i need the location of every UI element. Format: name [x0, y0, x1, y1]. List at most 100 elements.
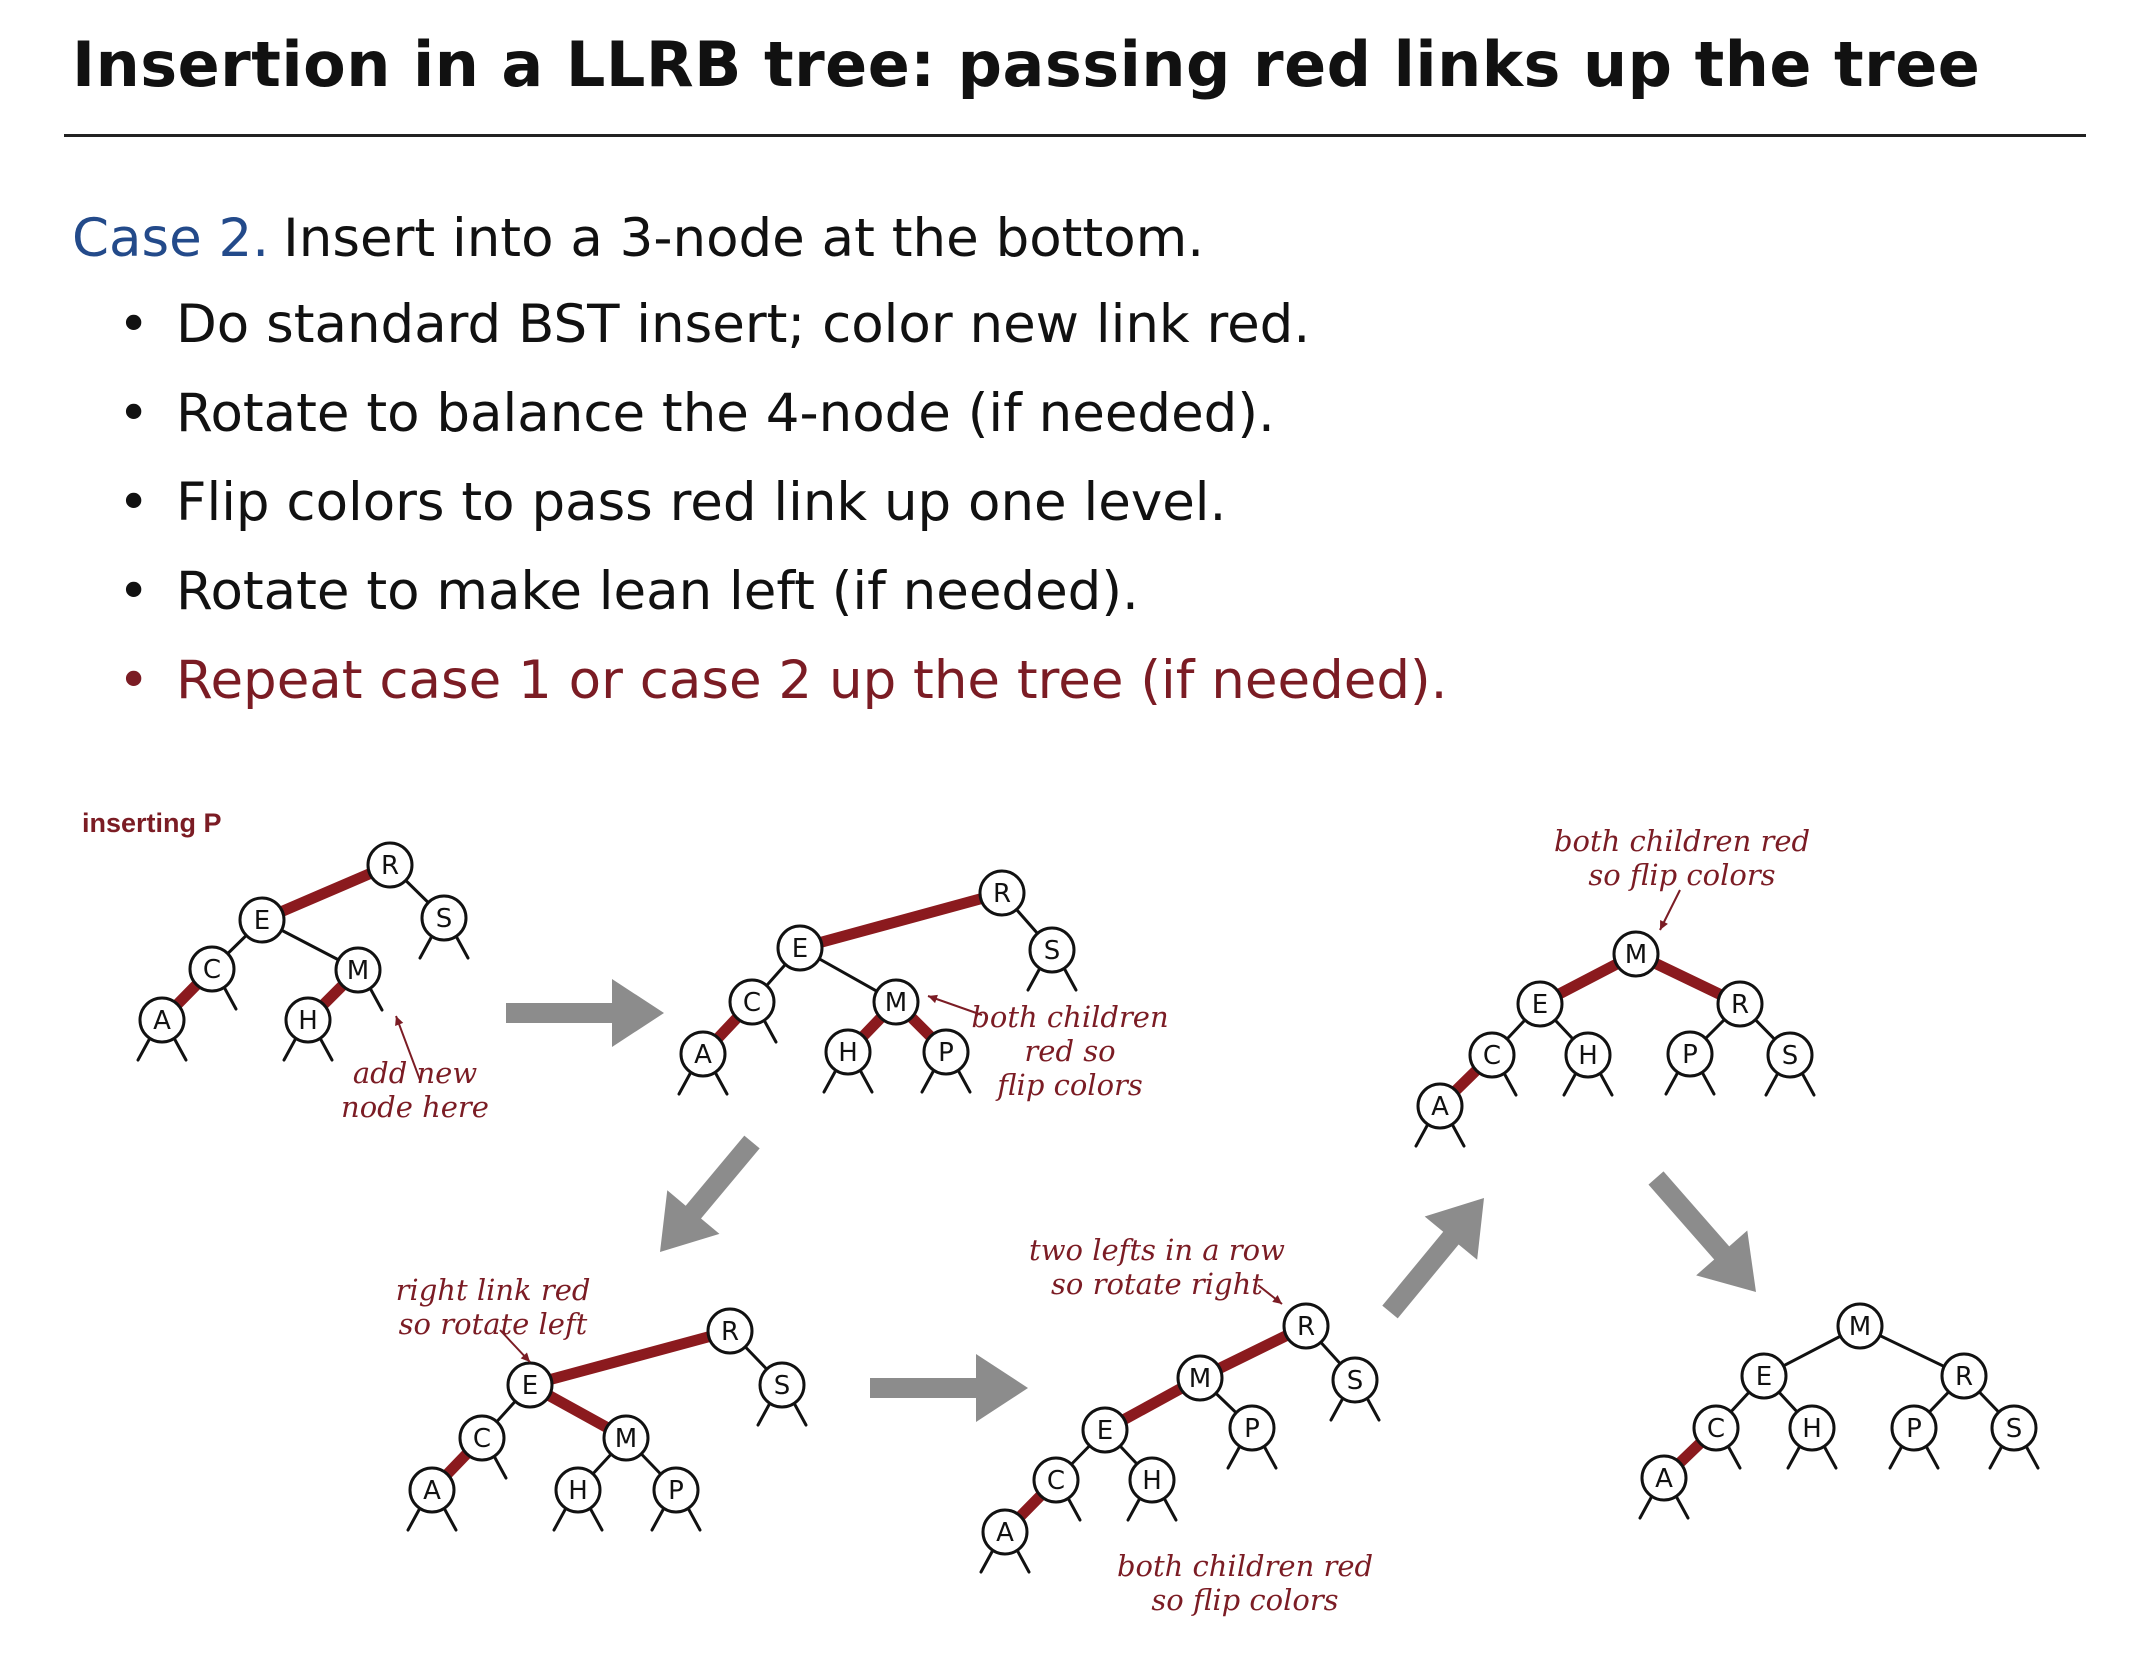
arrow-down-right-icon [1648, 1171, 1756, 1292]
null-link [1502, 1071, 1518, 1097]
tree-node: A [1640, 1454, 1688, 1502]
bullet-item: Do standard BST insert; color new link r… [118, 293, 1447, 382]
pointer-head [1272, 1295, 1282, 1304]
red-link [794, 887, 1008, 954]
tree-node: E [1740, 1352, 1788, 1400]
tree-node: H [554, 1466, 602, 1514]
tree-node: M [1612, 930, 1660, 978]
node-key: R [381, 851, 399, 881]
tree-node: E [1516, 980, 1564, 1028]
null-link [1226, 1444, 1242, 1470]
annotation-text: so flip colors [1588, 858, 1775, 892]
tree-node: R [1940, 1352, 1988, 1400]
tree-node: M [1176, 1354, 1224, 1402]
node-key: S [1347, 1366, 1364, 1396]
node-key: A [1655, 1464, 1673, 1494]
node-key: S [2006, 1414, 2023, 1444]
null-link [368, 986, 384, 1012]
null-link [1329, 1396, 1345, 1422]
tree-node: A [679, 1030, 727, 1078]
bullet-list: Do standard BST insert; color new link r… [118, 293, 1447, 738]
null-link [650, 1506, 666, 1532]
null-link [762, 1018, 778, 1044]
null-link [1700, 1070, 1716, 1096]
tree-node: H [1788, 1404, 1836, 1452]
null-link [2024, 1444, 2040, 1470]
null-link [756, 1401, 772, 1427]
bullet-item: Rotate to balance the 4-node (if needed)… [118, 382, 1447, 471]
arrow-down-left-icon [660, 1135, 760, 1253]
tree-node: C [728, 978, 776, 1026]
annotation-text: node here [341, 1090, 489, 1124]
null-link [1598, 1071, 1614, 1097]
null-link [1126, 1496, 1142, 1522]
bullet-item: Rotate to make lean left (if needed). [118, 560, 1447, 649]
tree-node: M [334, 946, 382, 994]
node-key: E [1097, 1416, 1113, 1446]
tree-node: C [1468, 1031, 1516, 1079]
null-link [588, 1506, 604, 1532]
node-key: P [1906, 1414, 1922, 1444]
null-link [1822, 1444, 1838, 1470]
annotation-text: so rotate left [399, 1307, 588, 1341]
node-key: M [885, 988, 907, 1018]
null-link [1726, 1444, 1742, 1470]
tree-node: P [652, 1466, 700, 1514]
node-key: R [1731, 990, 1749, 1020]
node-key: H [1142, 1466, 1162, 1496]
null-link [318, 1036, 334, 1062]
tree-node: P [922, 1028, 970, 1076]
tree-node: C [1032, 1456, 1080, 1504]
annotation-pointer [927, 995, 983, 1016]
tree-node: E [506, 1361, 554, 1409]
null-link [552, 1506, 568, 1532]
tree-node: R [1716, 980, 1764, 1028]
node-key: S [1782, 1041, 1799, 1071]
node-key: H [1578, 1041, 1598, 1071]
tree-node: R [366, 841, 414, 889]
tree-node: P [1666, 1030, 1714, 1078]
null-link [1888, 1444, 1904, 1470]
null-link [442, 1506, 458, 1532]
tree-node: A [1416, 1082, 1464, 1130]
null-link [713, 1070, 729, 1096]
null-link [792, 1401, 808, 1427]
null-link [1664, 1070, 1680, 1096]
annotation-pointer [395, 1015, 421, 1081]
null-link [418, 934, 434, 960]
node-key: R [1297, 1312, 1315, 1342]
node-key: A [423, 1476, 441, 1506]
node-key: H [298, 1006, 318, 1036]
tree-node: C [1692, 1404, 1740, 1452]
tree-node: S [1990, 1404, 2038, 1452]
null-link [222, 985, 238, 1011]
annotation-text: so rotate right [1051, 1267, 1263, 1301]
null-link [1786, 1444, 1802, 1470]
node-key: R [721, 1317, 739, 1347]
annotation-text: flip colors [995, 1068, 1143, 1102]
null-link [1800, 1071, 1816, 1097]
tree-node: H [824, 1028, 872, 1076]
null-link [1026, 966, 1042, 992]
tree-node: A [408, 1466, 456, 1514]
null-link [858, 1068, 874, 1094]
tree-node: S [1028, 926, 1076, 974]
pointer-head [928, 994, 938, 1004]
node-key: C [743, 988, 761, 1018]
pointer-head [520, 1352, 530, 1362]
title-divider [64, 134, 2086, 137]
node-key: M [615, 1424, 637, 1454]
node-key: M [1625, 940, 1647, 970]
node-key: M [1849, 1312, 1871, 1342]
bullet-item-highlight: Repeat case 1 or case 2 up the tree (if … [118, 649, 1447, 738]
annotation-text: two lefts in a row [1029, 1233, 1285, 1267]
case-label: Case 2. [72, 208, 270, 269]
